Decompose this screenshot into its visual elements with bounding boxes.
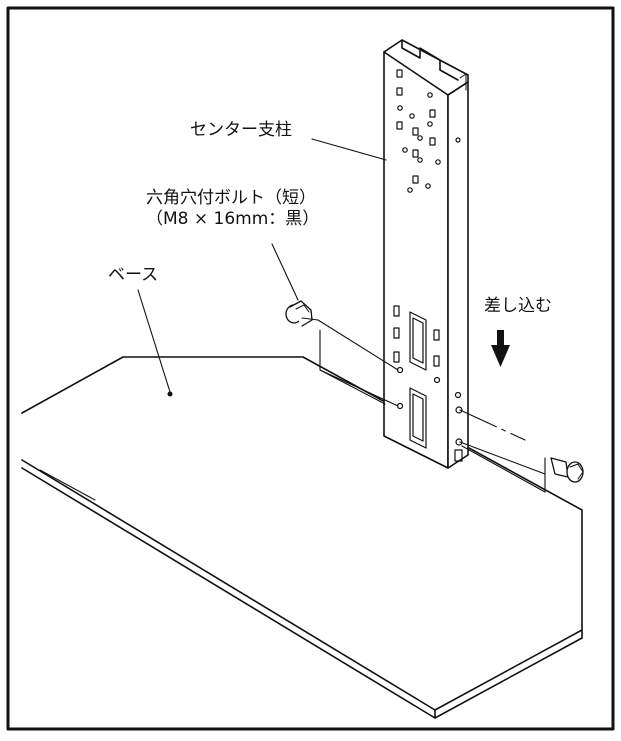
base-label: ベース <box>108 265 159 285</box>
hex-socket-bolt-right <box>550 457 584 483</box>
center-post <box>383 39 469 469</box>
base-plate <box>21 356 583 719</box>
insert-label: 差し込む <box>484 296 552 316</box>
hex-socket-bolt-left <box>285 300 319 327</box>
base-leader-dot <box>167 391 173 397</box>
leader-lines <box>137 138 387 393</box>
arrow-down-icon <box>491 330 510 367</box>
bolt-label-line2: （M8 × 16mm：黒） <box>146 209 320 230</box>
bolt-label: 六角穴付ボルト（短） （M8 × 16mm：黒） <box>146 188 319 231</box>
center-post-label: センター支柱 <box>190 120 292 140</box>
assembly-guide-lines <box>317 319 546 493</box>
outer-frame <box>6 6 615 731</box>
bolt-label-line1: 六角穴付ボルト（短） <box>146 188 316 208</box>
